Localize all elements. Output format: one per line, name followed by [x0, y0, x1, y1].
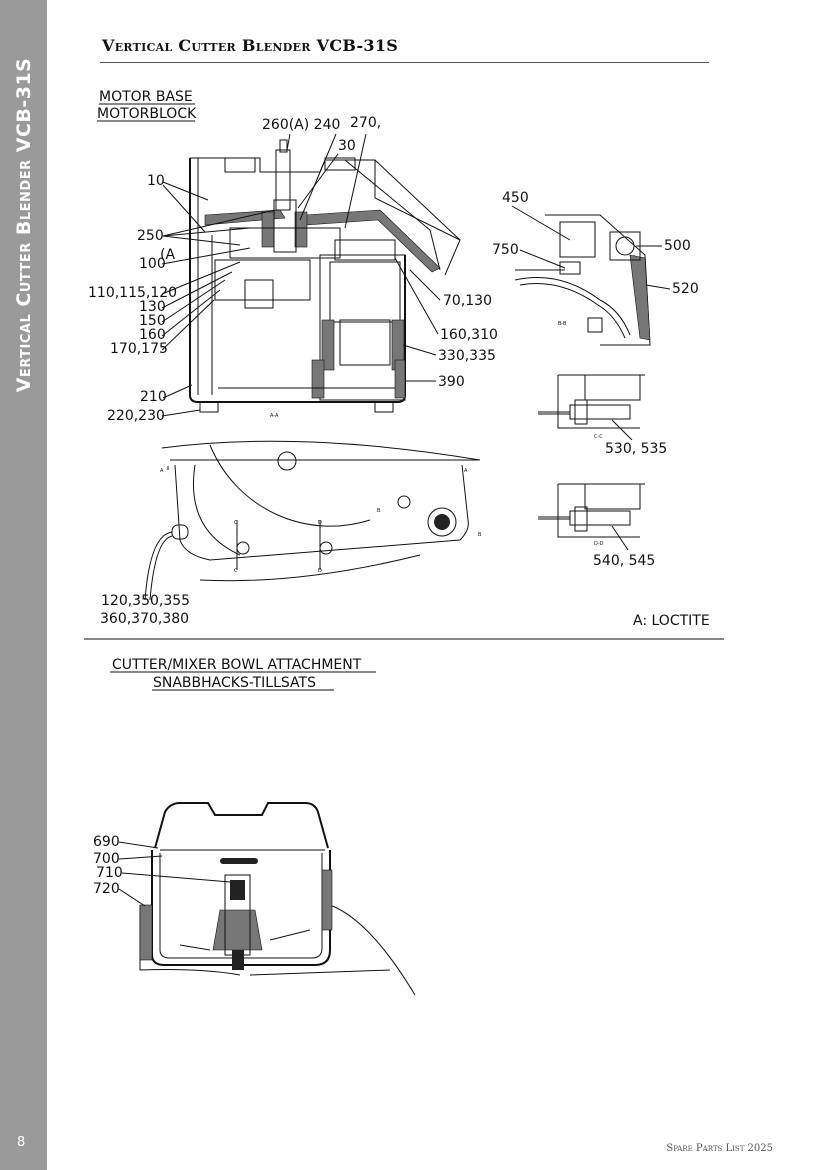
- section-label-bb: B-B: [558, 321, 567, 327]
- svg-text:C: C: [234, 520, 238, 526]
- motor-base-title: MOTOR BASE MOTORBLOCK: [97, 89, 197, 122]
- callout-360-370-380: 360,370,380: [100, 611, 189, 627]
- callout-120-350-355: 120,350,355: [101, 593, 190, 609]
- svg-text:B: B: [377, 508, 381, 514]
- svg-text:D: D: [318, 520, 322, 526]
- page-number: 8: [17, 1135, 26, 1150]
- callout-690: 690: [93, 834, 120, 850]
- callout-220-230: 220,230: [107, 408, 165, 424]
- callout-710: 710: [96, 865, 123, 881]
- callout-750: 750: [492, 242, 519, 258]
- callout-450: 450: [502, 190, 529, 206]
- callout-540-545: 540, 545: [593, 553, 655, 569]
- callout-500: 500: [664, 238, 691, 254]
- callout-70-130: 70,130: [443, 293, 492, 309]
- callout-520: 520: [672, 281, 699, 297]
- callout-a-loctite: (A: [160, 247, 175, 263]
- motor-base-title-sv: MOTORBLOCK: [97, 106, 197, 122]
- callout-160: 160: [139, 327, 166, 343]
- detail-cc: C-C 530, 535: [538, 374, 667, 457]
- motor-base-callouts: 260(A) 240 270, 30 10 250 (A 100 110,115…: [88, 115, 498, 424]
- callout-390: 390: [438, 374, 465, 390]
- header-divider: [100, 62, 709, 63]
- svg-text:C: C: [234, 568, 238, 574]
- motor-base-plan-view: A A C C D D B B 120,350,355 360,370,380: [100, 440, 482, 627]
- callout-30: 30: [338, 138, 356, 154]
- bowl-title-en: CUTTER/MIXER BOWL ATTACHMENT: [112, 657, 362, 673]
- callout-270: 270,: [350, 115, 381, 131]
- callout-10: 10: [147, 173, 165, 189]
- callout-210: 210: [140, 389, 167, 405]
- svg-text:B: B: [478, 532, 482, 538]
- motor-base-title-en: MOTOR BASE: [99, 89, 193, 105]
- detail-dd: D-D 540, 545: [538, 483, 655, 569]
- section-label-dd: D-D: [594, 541, 604, 547]
- bowl-title: CUTTER/MIXER BOWL ATTACHMENT SNABBHACKS-…: [110, 657, 376, 691]
- callout-330-335: 330,335: [438, 348, 496, 364]
- detail-bb: B-B 450 750 500 520: [492, 190, 699, 346]
- callout-700: 700: [93, 851, 120, 867]
- section-label-aa: A-A: [270, 413, 279, 419]
- svg-text:D: D: [318, 568, 322, 574]
- sidebar: Vertical Cutter Blender VCB-31S 8: [0, 0, 47, 1170]
- callout-130: 130: [139, 299, 166, 315]
- callout-150: 150: [139, 313, 166, 329]
- callout-160-310: 160,310: [440, 327, 498, 343]
- callout-170-175: 170,175: [110, 341, 168, 357]
- loctite-note: A: LOCTITE: [633, 613, 710, 629]
- page-title: Vertical Cutter Blender VCB-31S: [102, 36, 399, 55]
- svg-text:A: A: [160, 468, 164, 474]
- callout-720: 720: [93, 881, 120, 897]
- callout-110-115-120: 110,115,120: [88, 285, 177, 301]
- callout-260-240: 260(A) 240: [262, 117, 340, 133]
- footer-text: Spare Parts List 2025: [666, 1143, 773, 1154]
- bowl-title-sv: SNABBHACKS-TILLSATS: [153, 675, 316, 691]
- callout-250: 250: [137, 228, 164, 244]
- section-label-cc: C-C: [594, 434, 603, 440]
- svg-text:A: A: [464, 468, 468, 474]
- bowl-drawing: 690 700 710 720: [93, 802, 416, 996]
- callout-100: 100: [139, 256, 166, 272]
- callout-530-535: 530, 535: [605, 441, 667, 457]
